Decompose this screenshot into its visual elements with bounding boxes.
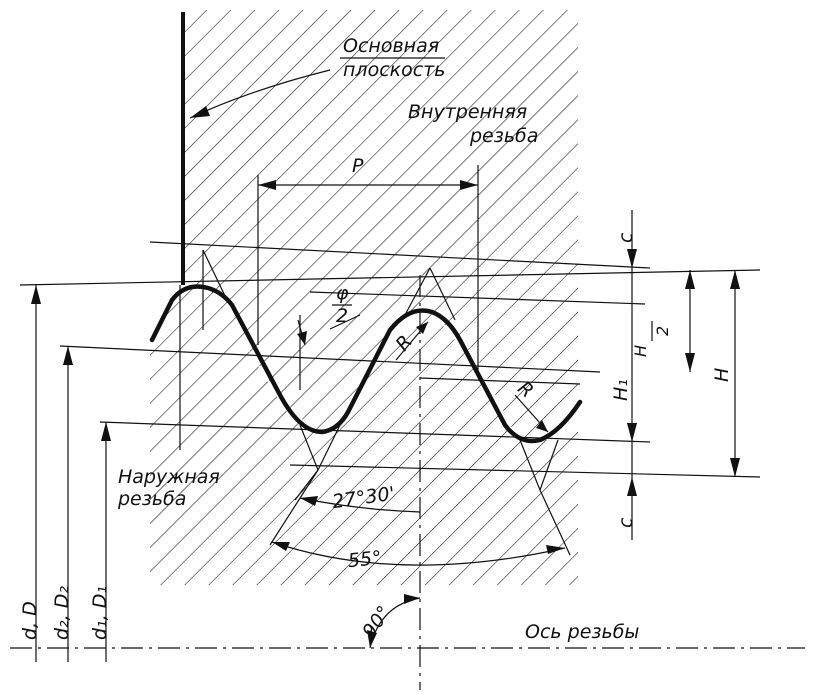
radius-arrows (395, 321, 549, 433)
svg-text:H: H (631, 345, 650, 357)
right-angle-label: 90° (358, 602, 395, 642)
clearance-top-label: c (615, 232, 637, 243)
profile-height-label: H (711, 368, 733, 382)
h-over-2-label: H 2 (631, 321, 672, 357)
thread-axis-label: Ось резьбы (525, 621, 639, 643)
construction-lines (179, 165, 571, 556)
internal-thread-label-line2: резьба (469, 125, 538, 147)
height-dimensions (627, 210, 740, 540)
angle-dimensions (271, 496, 566, 649)
half-angle-leader (297, 314, 361, 346)
profile-angle-label: 55° (347, 547, 383, 572)
pitch-label: P (352, 155, 364, 177)
external-thread-label-line1: Наружная (118, 466, 220, 488)
major-diameter-label: d, D (19, 601, 41, 640)
thread-profile-line (149, 284, 583, 444)
minor-diameter-label: d₁, D₁ (89, 586, 111, 640)
clearance-bottom-label: c (615, 517, 637, 528)
pitch-diameter-label: d₂, D₂ (51, 586, 73, 640)
basic-plane-leader (189, 57, 445, 119)
basic-plane-label-line1: Основная (343, 35, 439, 57)
basic-plane-label-line2: плоскость (343, 59, 445, 81)
half-angle-numerator: φ (336, 282, 349, 304)
working-height-label: H₁ (610, 379, 632, 401)
half-angle-denominator: 2 (336, 305, 348, 327)
svg-text:2: 2 (653, 326, 672, 336)
external-thread-label-line2: резьба (117, 488, 186, 510)
diameter-dimensions (31, 285, 111, 662)
internal-thread-label-line1: Внутренняя (408, 101, 527, 123)
pitch-dimension (258, 180, 478, 190)
